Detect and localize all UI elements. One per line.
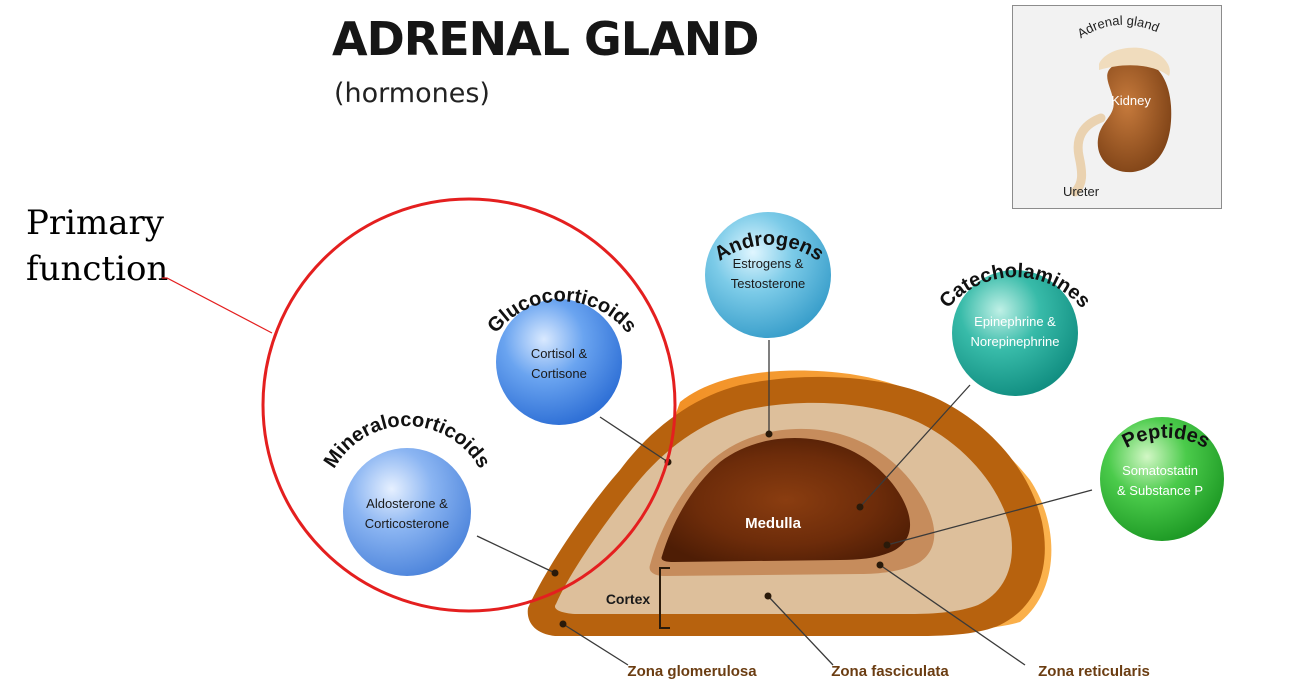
leader-line-zona-reticularis [879, 564, 1026, 666]
inset-kidney-label: Kidney [1111, 93, 1151, 108]
inset-adrenal-gland [1099, 47, 1170, 76]
kidney-illustration: Adrenal gland Kidney Ureter [1063, 13, 1172, 199]
peptides-line-2: & Substance P [1117, 483, 1203, 498]
zona-fasciculata-label: Zona fasciculata [831, 663, 949, 680]
primary-function-line-1: Primary [26, 203, 164, 243]
hormone-group-glucocorticoids: Glucocorticoids Cortisol & Cortisone [483, 284, 641, 425]
leader-line-peptides [886, 489, 1093, 546]
zona-glomerulosa-label: Zona glomerulosa [627, 663, 757, 680]
androgens-line-2: Testosterone [731, 276, 805, 291]
primary-function-circle [261, 197, 677, 613]
glucocorticoids-line-2: Cortisone [531, 366, 587, 381]
hormone-group-peptides: Peptides Somatostatin & Substance P [1100, 417, 1224, 541]
peptides-sphere [1100, 417, 1224, 541]
glucocorticoids-line-1: Cortisol & [531, 346, 588, 361]
pointer-dot-catecholamines [856, 503, 864, 511]
catecholamines-sphere [952, 270, 1078, 396]
kidney-inset: Adrenal gland Kidney Ureter [1012, 5, 1222, 209]
cortex-bracket [659, 567, 670, 629]
kidney-shape [1097, 59, 1172, 173]
ureter [1070, 113, 1106, 197]
peptides-line-1: Somatostatin [1122, 463, 1198, 478]
inset-ureter-label: Ureter [1063, 184, 1100, 199]
diagram-title: ADRENAL GLAND [332, 12, 759, 66]
androgens-sphere [705, 212, 831, 338]
cortex-label: Cortex [606, 591, 651, 607]
pointer-dot-mineralocorticoids [551, 569, 559, 577]
hormone-group-catecholamines: Catecholamines Epinephrine & Norepinephr… [935, 260, 1095, 396]
catecholamines-line-1: Epinephrine & [974, 314, 1056, 329]
pointer-dot-zona-glomerulosa [559, 620, 567, 628]
hormone-group-androgens: Androgens Estrogens & Testosterone [705, 212, 831, 338]
catecholamines-line-2: Norepinephrine [971, 334, 1060, 349]
pointer-dot-androgens [765, 430, 773, 438]
androgens-line-1: Estrogens & [733, 256, 804, 271]
primary-function-line-2: function [26, 249, 169, 289]
zona-reticularis-label: Zona reticularis [1038, 663, 1150, 680]
leader-line-zona-glomerulosa [562, 623, 629, 666]
leader-line-mineralocorticoids [476, 535, 556, 574]
inset-adrenal-label: Adrenal gland [1075, 13, 1162, 41]
pointer-dot-zona-fasciculata [764, 592, 772, 600]
pointer-dot-peptides [883, 541, 891, 549]
glucocorticoids-sphere [496, 299, 622, 425]
leader-line-zona-fasciculata [767, 595, 834, 666]
diagram-subtitle: (hormones) [334, 78, 490, 109]
leader-line-glucocorticoids [599, 416, 669, 463]
primary-function-pointer [162, 277, 273, 334]
mineralocorticoids-line-2: Corticosterone [365, 516, 450, 531]
medulla-label: Medulla [745, 515, 801, 532]
medulla [661, 438, 911, 562]
primary-function-label: Primary function [26, 200, 168, 292]
pointer-dot-zona-reticularis [876, 561, 884, 569]
leader-line-catecholamines [859, 384, 971, 508]
mineralocorticoids-sphere [343, 448, 471, 576]
hormone-group-mineralocorticoids: Mineralocorticoids Aldosterone & Cortico… [320, 409, 494, 576]
mineralocorticoids-line-1: Aldosterone & [366, 496, 448, 511]
